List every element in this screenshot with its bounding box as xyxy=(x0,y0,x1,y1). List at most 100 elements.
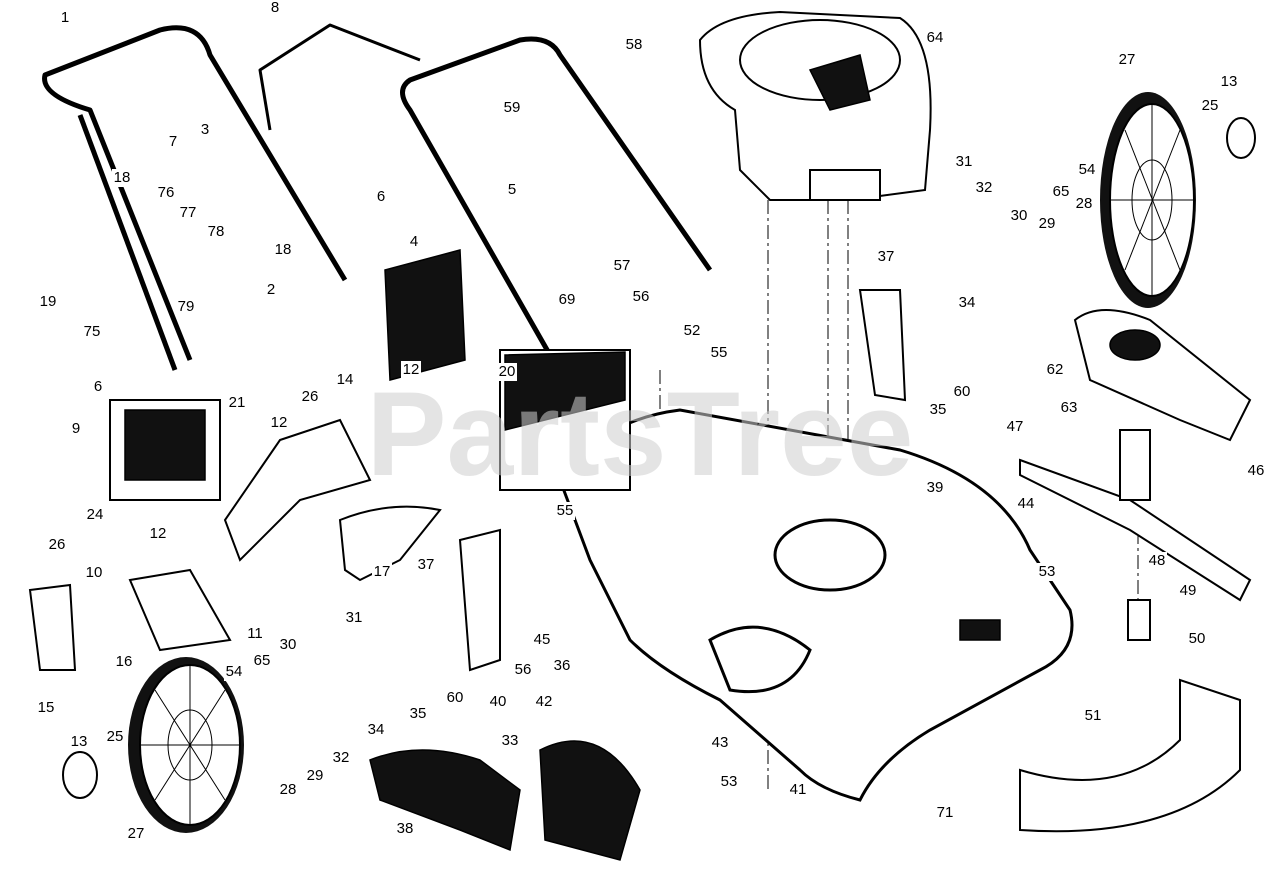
part-label: 49 xyxy=(1180,582,1197,599)
part-label-background xyxy=(66,420,86,438)
part-label: 58 xyxy=(626,36,643,53)
part-label: 33 xyxy=(502,732,519,749)
part-label: 54 xyxy=(1079,161,1096,178)
part-label-background xyxy=(112,169,132,187)
part-label: 27 xyxy=(1119,51,1136,68)
part-label-background xyxy=(335,371,355,389)
part-label: 20 xyxy=(499,363,516,380)
part-label: 7 xyxy=(169,133,177,150)
part-label: 35 xyxy=(930,401,947,418)
part-label-background xyxy=(206,223,226,241)
part-label-background xyxy=(1074,195,1094,213)
engine xyxy=(698,10,932,201)
part-label-background xyxy=(1147,552,1167,570)
part-label-background xyxy=(84,564,104,582)
part-label-background xyxy=(156,184,176,202)
part-label-background xyxy=(1037,215,1057,233)
part-label-background xyxy=(631,288,651,306)
part-label: 26 xyxy=(302,388,319,405)
part-label: 34 xyxy=(368,721,385,738)
part-label-background xyxy=(555,502,575,520)
part-label-background xyxy=(55,9,75,27)
part-label: 34 xyxy=(959,294,976,311)
part-label: 28 xyxy=(1076,195,1093,212)
part-label-background xyxy=(278,781,298,799)
part-label: 69 xyxy=(559,291,576,308)
part-label-background xyxy=(935,804,955,822)
part-label: 30 xyxy=(280,636,297,653)
part-label-background xyxy=(957,294,977,312)
part-label-background xyxy=(624,36,644,54)
part-label-background xyxy=(404,233,424,251)
part-label: 26 xyxy=(49,536,66,553)
part-label-background xyxy=(300,388,320,406)
wheel-left xyxy=(128,657,244,833)
part-label: 55 xyxy=(711,344,728,361)
part-label-background xyxy=(163,133,183,151)
part-label-background xyxy=(372,563,392,581)
part-label-background xyxy=(1200,97,1220,115)
part-label: 45 xyxy=(534,631,551,648)
part-label: 29 xyxy=(1039,215,1056,232)
part-label: 10 xyxy=(86,564,103,581)
part-label: 42 xyxy=(536,693,553,710)
part-label-background xyxy=(227,394,247,412)
part-label: 63 xyxy=(1061,399,1078,416)
part-label: 56 xyxy=(515,661,532,678)
part-label: 51 xyxy=(1085,707,1102,724)
part-label: 30 xyxy=(1011,207,1028,224)
part-label: 75 xyxy=(84,323,101,340)
control-bail xyxy=(258,23,421,131)
part-label: 25 xyxy=(107,728,124,745)
rear-baffle xyxy=(109,399,221,501)
part-label: 13 xyxy=(71,733,88,750)
part-label-background xyxy=(278,636,298,654)
part-label-background xyxy=(126,825,146,843)
part-label-background xyxy=(344,609,364,627)
part-label: 8 xyxy=(271,0,279,16)
part-label: 65 xyxy=(1053,183,1070,200)
part-label: 38 xyxy=(397,820,414,837)
part-label-background xyxy=(500,732,520,750)
part-label: 60 xyxy=(447,689,464,706)
part-label-background xyxy=(709,344,729,362)
part-label-background xyxy=(371,188,391,206)
brackets xyxy=(28,289,907,672)
part-label-background xyxy=(269,414,289,432)
part-label-background xyxy=(195,121,215,139)
part-label-background xyxy=(38,293,58,311)
part-label: 77 xyxy=(180,204,197,221)
part-label: 15 xyxy=(38,699,55,716)
part-label-background xyxy=(176,298,196,316)
part-label: 40 xyxy=(490,693,507,710)
part-label-background xyxy=(612,257,632,275)
part-label-background xyxy=(408,705,428,723)
part-label-background xyxy=(513,661,533,679)
part-label-background xyxy=(69,733,89,751)
part-label: 16 xyxy=(116,653,133,670)
part-label-background xyxy=(502,181,522,199)
part-label-background xyxy=(401,361,421,379)
part-label-background xyxy=(1117,51,1137,69)
part-label: 44 xyxy=(1018,495,1035,512)
part-label-background xyxy=(557,291,577,309)
part-label-background xyxy=(952,383,972,401)
part-label-background xyxy=(261,281,281,299)
part-label: 12 xyxy=(403,361,420,378)
part-label-background xyxy=(497,363,517,381)
part-label-background xyxy=(148,525,168,543)
part-label: 50 xyxy=(1189,630,1206,647)
part-label-background xyxy=(82,323,102,341)
part-label-background xyxy=(1009,207,1029,225)
part-label-background xyxy=(88,378,108,396)
part-label-background xyxy=(1005,418,1025,436)
part-label: 32 xyxy=(333,749,350,766)
part-label: 9 xyxy=(72,420,80,437)
discharge-chute xyxy=(1073,309,1252,442)
part-label-background xyxy=(682,322,702,340)
part-label-background xyxy=(47,536,67,554)
part-label: 12 xyxy=(271,414,288,431)
part-label-background xyxy=(954,153,974,171)
part-label: 41 xyxy=(790,781,807,798)
